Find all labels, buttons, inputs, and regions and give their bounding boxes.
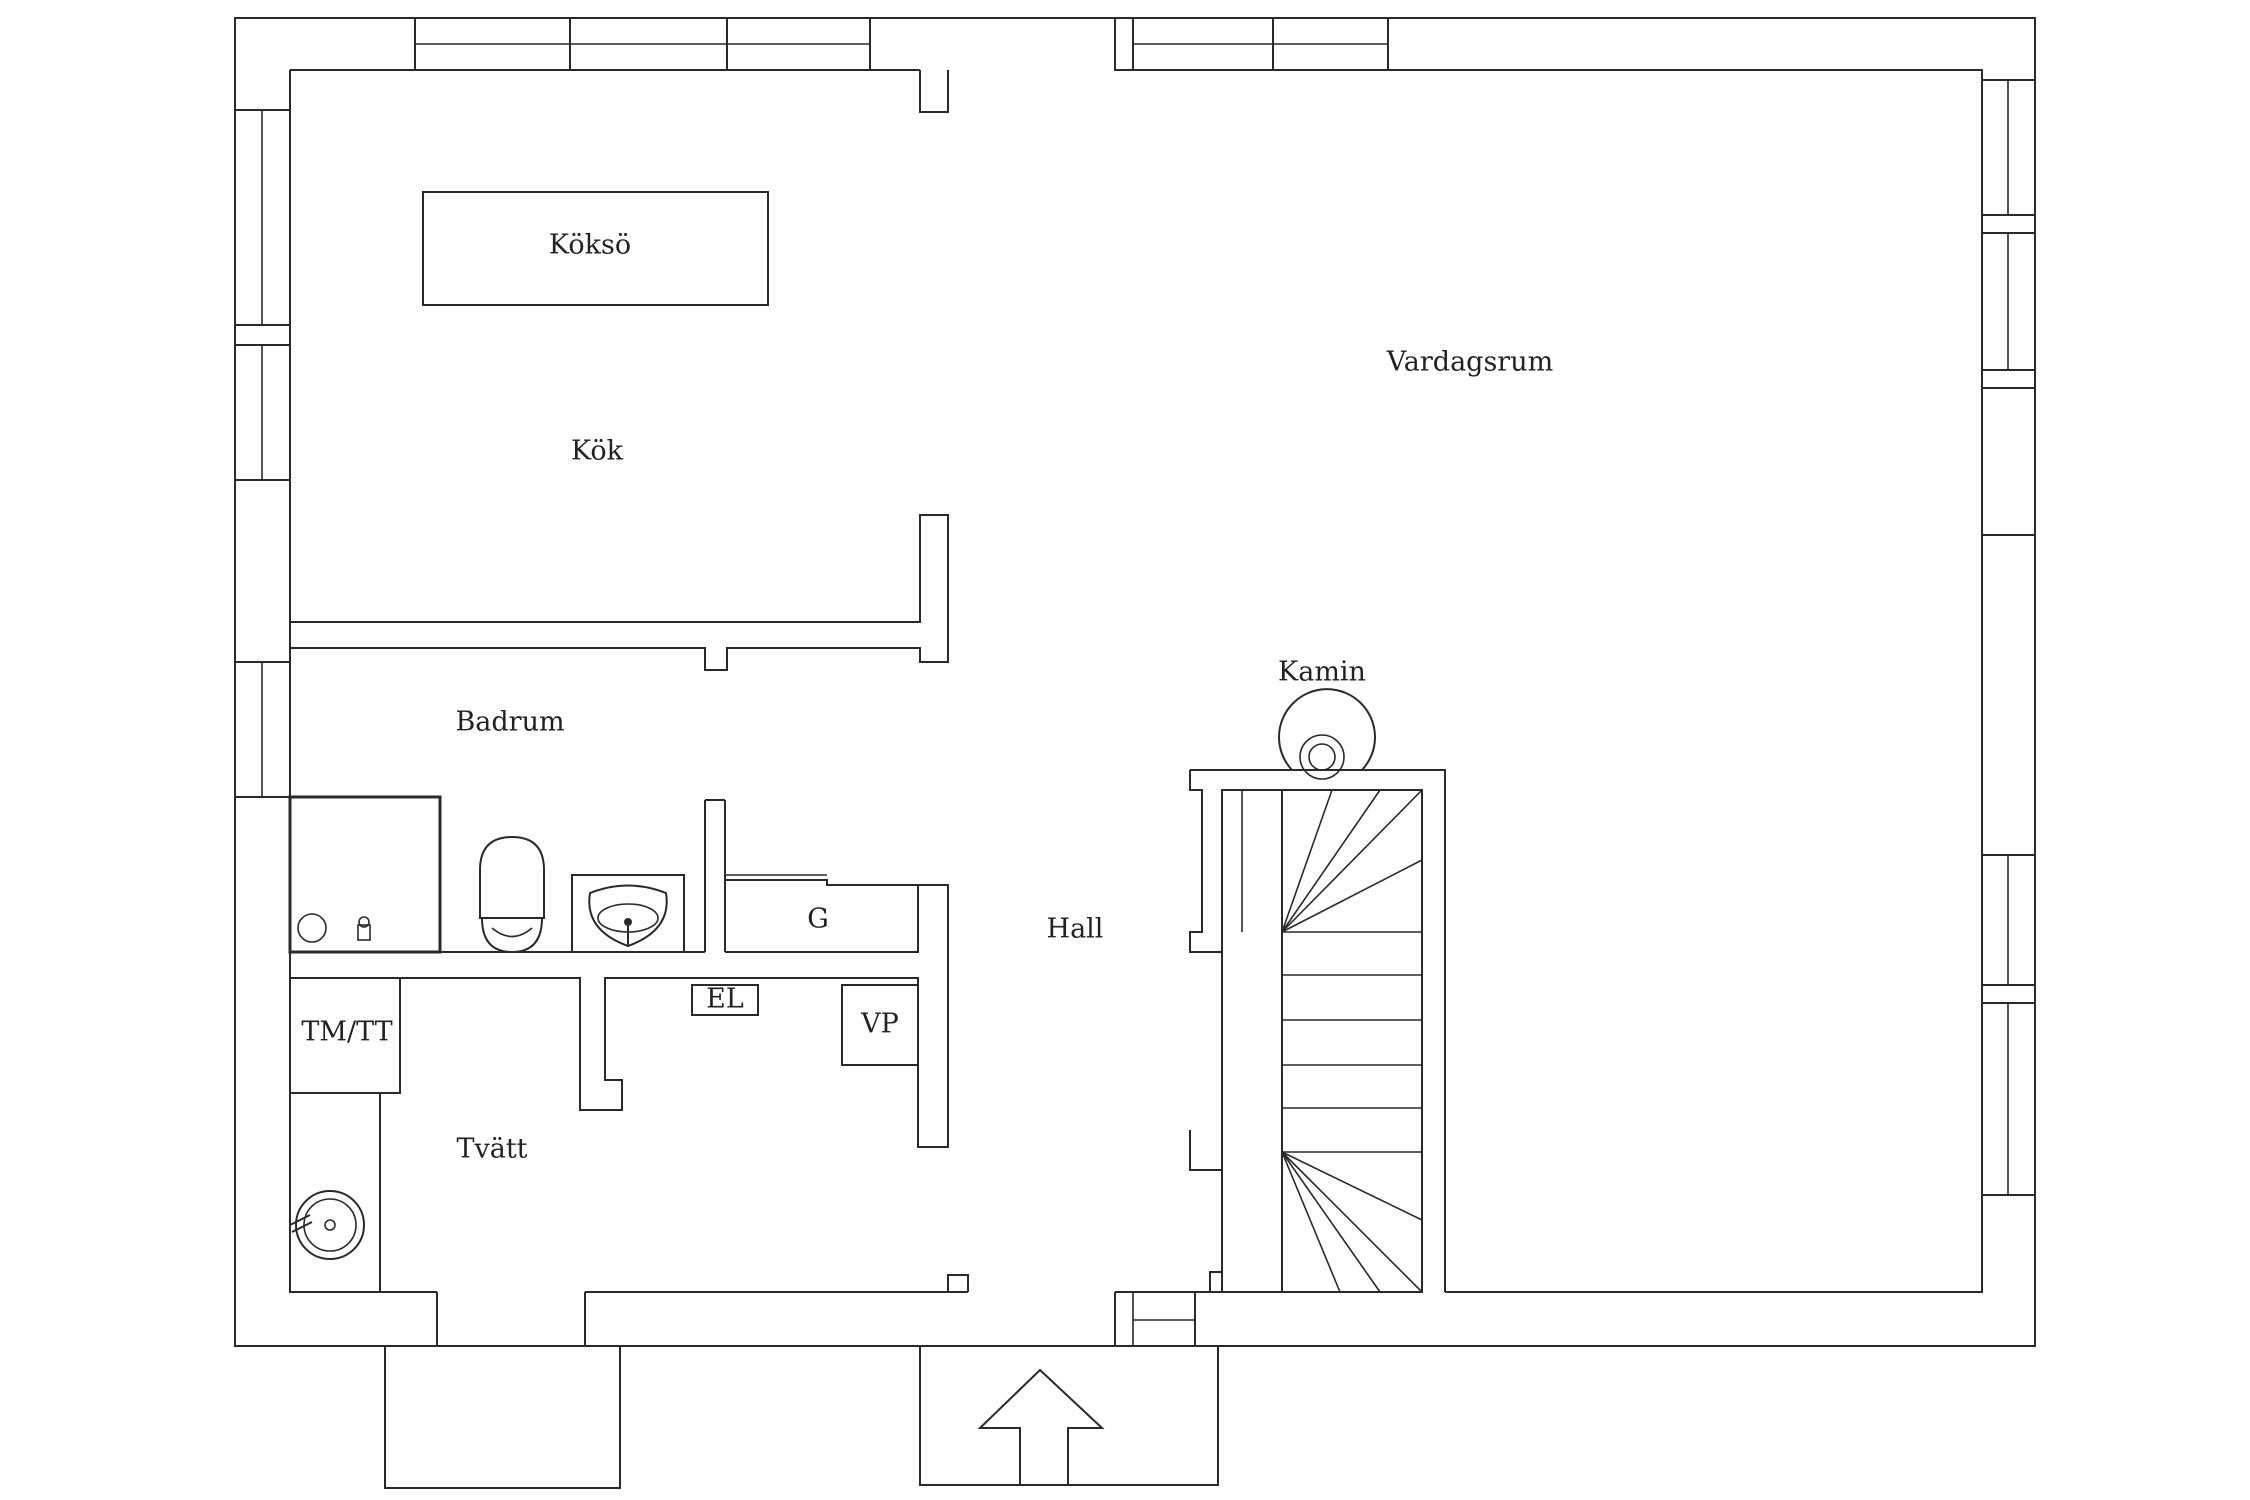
kitchen-island bbox=[422, 191, 769, 306]
label-koks-o: Köksö bbox=[549, 230, 631, 261]
right-windows bbox=[1981, 79, 2036, 1196]
porch-left bbox=[384, 1345, 621, 1489]
sink-icon bbox=[571, 874, 685, 953]
el-box bbox=[691, 984, 759, 1016]
label-badrum: Badrum bbox=[455, 707, 564, 738]
toilet-icon bbox=[479, 835, 545, 954]
entrance-arrow-icon bbox=[977, 1368, 1105, 1486]
stair-inner bbox=[1221, 789, 1423, 1293]
g-closet bbox=[725, 879, 919, 953]
left-windows bbox=[234, 109, 291, 798]
shower-icon bbox=[288, 795, 442, 954]
partition-wall-1 bbox=[704, 799, 726, 952]
window-left-2 bbox=[234, 324, 291, 346]
label-vardagsrum: Vardagsrum bbox=[1386, 347, 1553, 378]
window-top-4 bbox=[1114, 17, 1134, 71]
top-wall-stub bbox=[919, 70, 949, 113]
bath-laundry-wall bbox=[290, 884, 949, 1148]
label-kamin: Kamin bbox=[1278, 657, 1366, 688]
label-vp: VP bbox=[860, 1009, 899, 1040]
stair-frame bbox=[1189, 769, 1446, 1292]
label-tvatt: Tvätt bbox=[456, 1134, 527, 1165]
laundry-bottom-wall bbox=[436, 1292, 586, 1346]
inner-wall-outline bbox=[289, 69, 1983, 1293]
label-kok: Kök bbox=[571, 436, 624, 467]
window-right-7 bbox=[1981, 984, 2036, 1004]
staircase bbox=[1189, 769, 1446, 1293]
window-right-4 bbox=[1981, 369, 2036, 389]
label-hall: Hall bbox=[1047, 914, 1104, 945]
window-right-5 bbox=[1981, 534, 2036, 856]
vp-box bbox=[841, 984, 919, 1066]
kitchen-lower-wall bbox=[290, 514, 949, 671]
washbasin-icon bbox=[289, 1190, 365, 1260]
label-el: EL bbox=[706, 984, 744, 1015]
label-g: G bbox=[807, 904, 829, 935]
label-tm-tt: TM/TT bbox=[301, 1017, 392, 1048]
room-labels: Köksö Kök Vardagsrum Kamin Badrum G Hall… bbox=[301, 230, 1553, 1165]
kitchen-walls bbox=[290, 514, 949, 671]
top-windows bbox=[414, 17, 1389, 113]
fireplace-icon bbox=[1278, 688, 1376, 780]
laundry-left-wall bbox=[290, 1092, 381, 1292]
window-right-2 bbox=[1981, 214, 2036, 234]
